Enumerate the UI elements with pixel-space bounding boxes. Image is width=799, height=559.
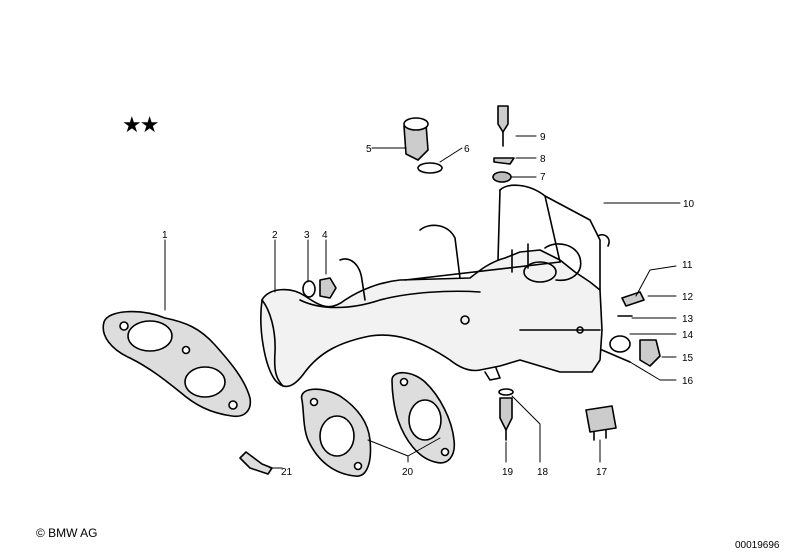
callout-16: 16 [682,376,694,387]
callout-9: 9 [540,132,546,143]
gasket-part-20 [300,371,456,477]
intake-manifold [260,184,610,388]
callout-18: 18 [537,467,549,478]
callout-4: 4 [322,230,328,241]
callout-8: 8 [540,154,546,165]
callout-15: 15 [682,353,694,364]
callout-1: 1 [162,230,168,241]
fittings-part-11-16 [601,291,661,367]
document-id: 00019696 [735,540,780,551]
washer-nut-part-3-4 [302,277,337,299]
sensor-part-9 [492,105,515,183]
leader-lines [164,135,681,469]
callout-3: 3 [304,230,310,241]
callout-12: 12 [682,292,694,303]
callout-6: 6 [464,144,470,155]
callout-20: 20 [402,467,414,478]
callout-5: 5 [366,144,372,155]
callout-17: 17 [596,467,608,478]
copyright-text: © BMW AG [36,526,98,540]
callout-10: 10 [683,199,695,210]
callout-21: 21 [281,467,293,478]
switch-part-17 [585,405,617,441]
callout-14: 14 [682,330,694,341]
thermostat-part-5-6 [403,117,443,174]
callout-13: 13 [682,314,694,325]
callout-19: 19 [502,467,514,478]
callout-11: 11 [682,260,693,271]
double-star-marker: ★★ [122,113,159,138]
bracket-part-21 [239,451,273,475]
gasket-part-1 [102,310,252,418]
callout-2: 2 [272,230,278,241]
callout-7: 7 [540,172,546,183]
sensor-part-19 [498,388,514,441]
